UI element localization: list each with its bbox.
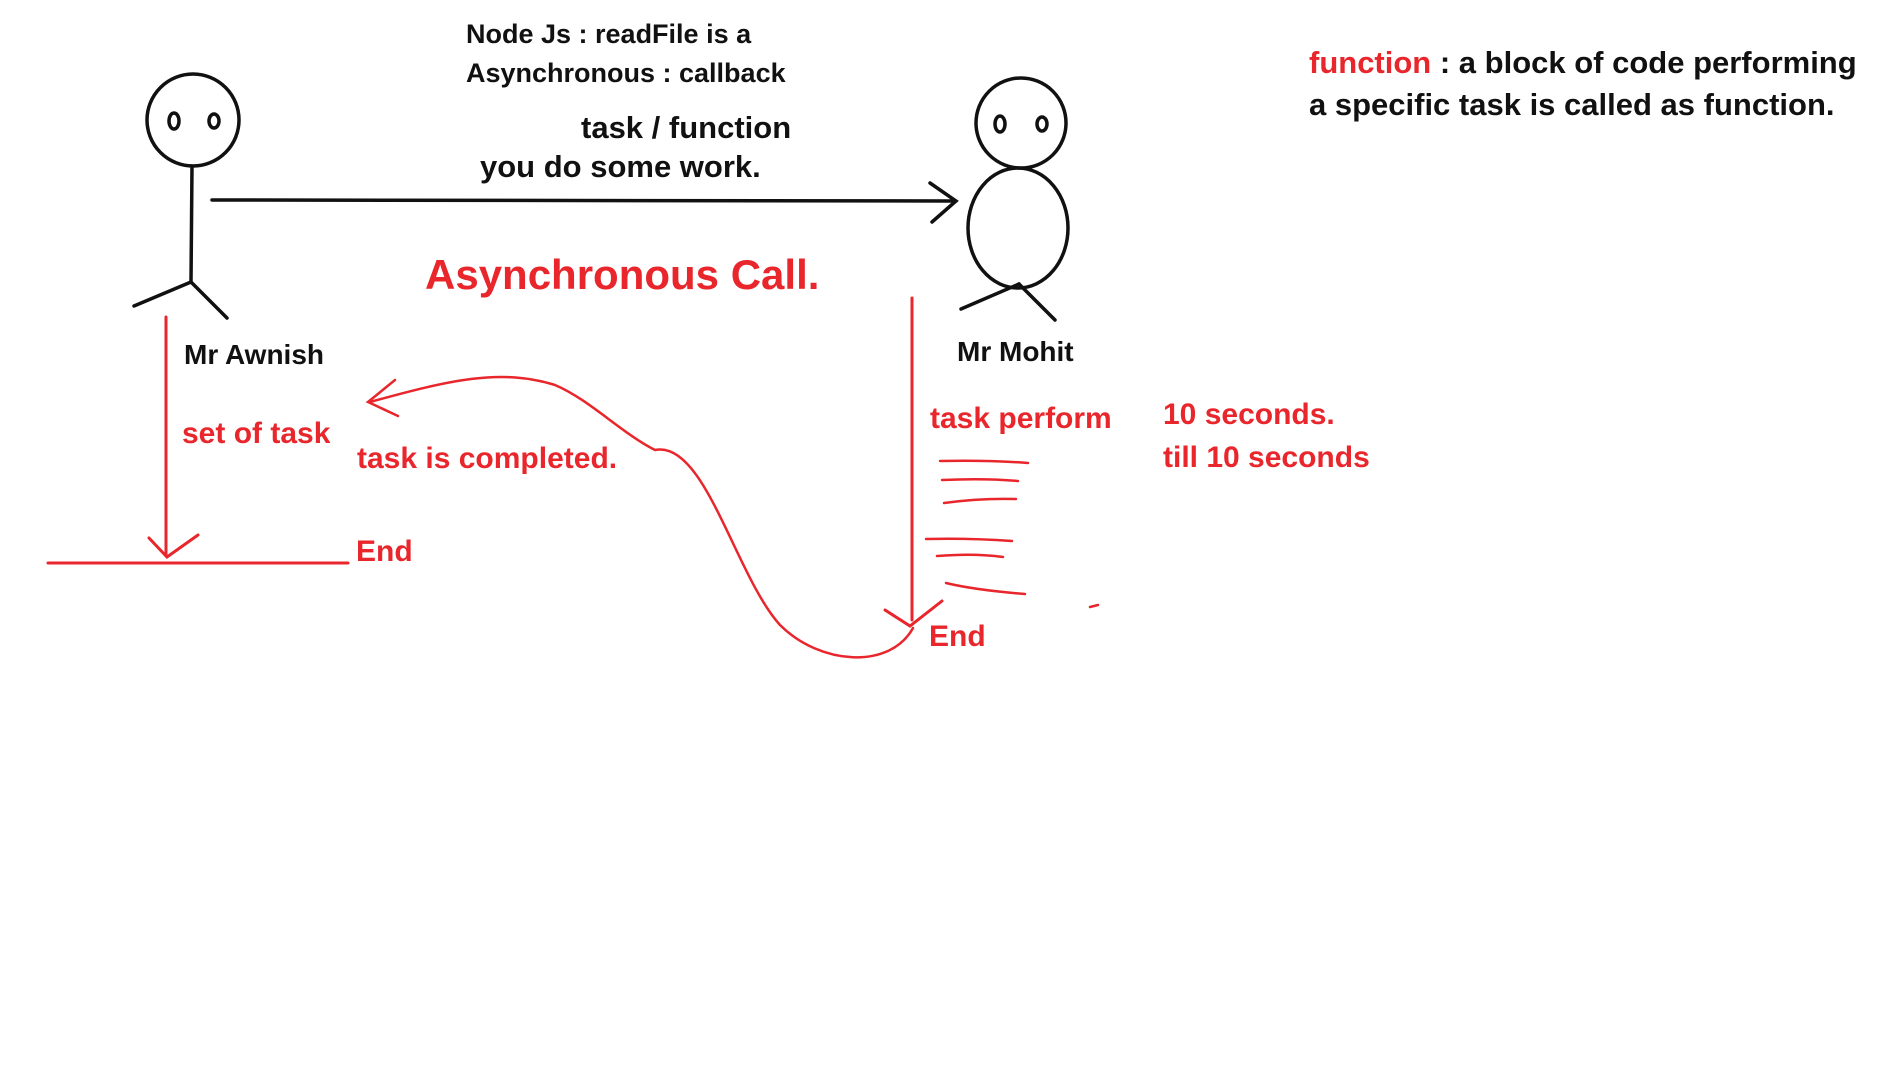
definition-line-2: a specific task is called as function. [1309, 87, 1835, 122]
callback-label: task is completed. [357, 442, 618, 475]
caller-task-label: set of task [182, 417, 331, 450]
mohit-figure [959, 76, 1070, 322]
awnish-body [189, 164, 194, 284]
awnish-right-leg [189, 280, 229, 320]
awnish-right-eye [207, 112, 221, 130]
mohit-body [966, 166, 1070, 290]
header-line-1: Node Js : readFile is a [466, 19, 752, 49]
mohit-head [974, 76, 1068, 170]
worker-duration-1: 10 seconds. [1163, 398, 1335, 431]
mohit-left-eye [993, 114, 1007, 134]
work-progress-lines [924, 459, 1100, 609]
definition-rest: : a block of code performing [1431, 45, 1857, 80]
diagram-title: Asynchronous Call. [425, 251, 820, 298]
request-line-1: task / function [581, 110, 792, 145]
worker-end-label: End [929, 620, 986, 653]
header-line-2: Asynchronous : callback [466, 58, 786, 88]
callback-arrow [365, 375, 915, 659]
mohit-timeline [883, 296, 944, 628]
worker-duration-2: till 10 seconds [1163, 441, 1370, 474]
call-arrow [210, 181, 959, 224]
awnish-head [145, 72, 241, 168]
mohit-right-leg [1017, 282, 1057, 322]
definition-term: function [1309, 45, 1432, 80]
mohit-right-eye [1035, 115, 1049, 133]
caller-end-label: End [356, 535, 413, 568]
request-line-2: you do some work. [480, 149, 761, 184]
awnish-figure [132, 72, 241, 320]
worker-task-label: task perform [930, 402, 1112, 435]
worker-name: Mr Mohit [957, 336, 1074, 367]
awnish-left-eye [167, 111, 181, 131]
awnish-left-leg [132, 280, 193, 308]
caller-name: Mr Awnish [184, 339, 325, 370]
awnish-timeline [46, 315, 350, 565]
mohit-left-leg [959, 282, 1021, 311]
definition-line-1: function : a block of code performing [1309, 44, 1857, 81]
